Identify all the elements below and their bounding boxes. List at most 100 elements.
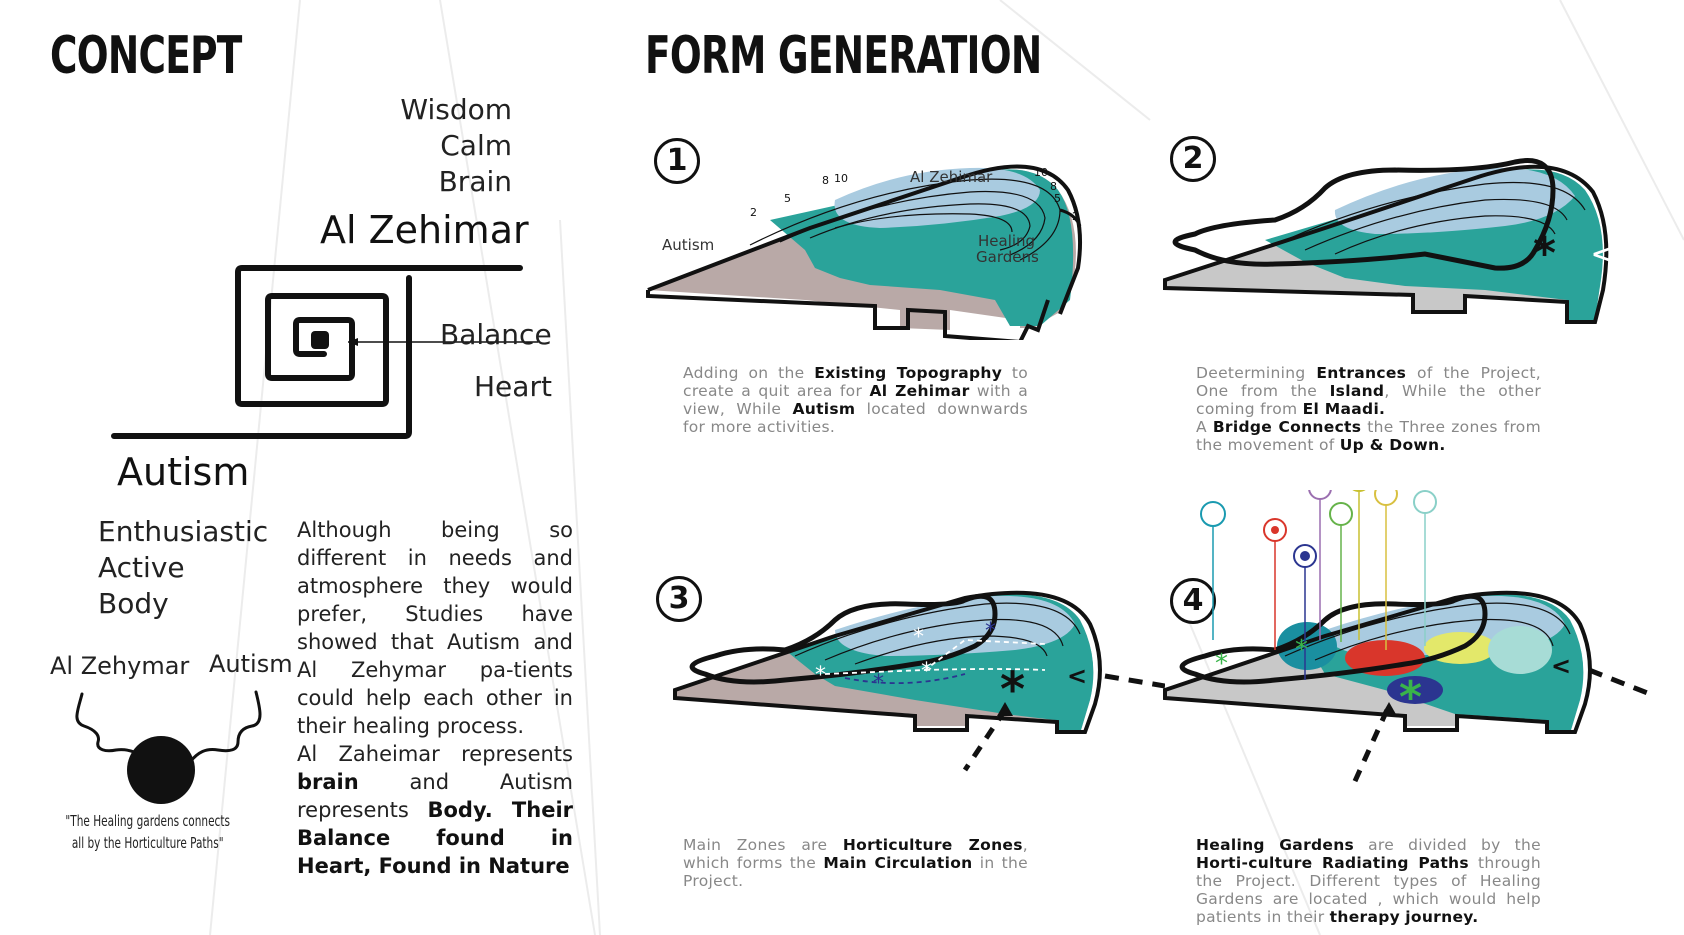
contour-num: 5	[784, 192, 791, 205]
caption-bold: Main Circulation	[823, 854, 973, 872]
cart-icon	[1374, 490, 1398, 506]
caption-text: Main Zones are	[683, 836, 843, 854]
step-1-number: 1	[654, 138, 700, 184]
circulation-loop	[1172, 158, 1556, 271]
al-zehymar-small-label: Al Zehymar	[50, 652, 190, 680]
p2-part1: Al Zaheimar represents	[297, 742, 573, 766]
garden-teal	[1277, 622, 1337, 670]
heart-label: Heart	[474, 370, 552, 403]
garden-mint	[1488, 626, 1552, 674]
step-1-caption: Adding on the Existing Topography to cre…	[683, 364, 1028, 436]
step-4-number: 4	[1170, 578, 1216, 624]
caption-text: Adding on the	[683, 364, 815, 382]
step1-healing-label-2: Gardens	[976, 248, 1039, 266]
node-asterisk-icon: *	[921, 659, 932, 684]
body-circle	[127, 736, 195, 804]
caption-bold: Island	[1329, 382, 1385, 400]
circulation-loop	[689, 593, 998, 685]
step1-autism-label: Autism	[662, 236, 714, 254]
caption-text: , which forms the	[683, 836, 1028, 872]
caption-bold: Autism	[792, 400, 856, 418]
caption-bold: Bridge Connects	[1212, 418, 1362, 436]
caption-bold: journey.	[1405, 908, 1479, 926]
entrance-asterisk-icon: *	[1533, 228, 1556, 279]
green-asterisk-icon: *	[1295, 635, 1308, 665]
body-figure	[75, 690, 262, 804]
p2-brain: brain	[297, 770, 359, 794]
step-3-caption: Main Zones are Horticulture Zones, which…	[683, 836, 1028, 890]
attribute-brain: Brain	[438, 165, 512, 198]
autism-attributes: Enthusiastic Active Body	[98, 514, 268, 622]
caption-bold: Al Zehimar	[869, 382, 970, 400]
caption-bold: Existing Topography	[814, 364, 1003, 382]
quote-line1: "The Healing gardens connects	[65, 812, 230, 830]
caption-text: the Three zones from the movement of	[1196, 418, 1541, 454]
caption-text: Deetermining	[1196, 364, 1317, 382]
bed-icon	[1308, 490, 1332, 500]
caption-text: located downwards for more activities.	[683, 400, 1028, 436]
diagram-step-4: * * * <	[1163, 490, 1655, 792]
concept-heading: CONCEPT	[50, 26, 242, 86]
contour-num: 5	[1054, 192, 1061, 205]
meditation-icon	[1352, 490, 1366, 492]
step-2-number: 2	[1170, 136, 1216, 182]
contour-num: 8	[822, 174, 829, 187]
step-3-number: 3	[656, 576, 702, 622]
person-icon	[1200, 501, 1226, 527]
node-asterisk-icon: *	[913, 625, 924, 650]
caption-bold: Up & Down.	[1339, 436, 1446, 454]
caption-text: , While the other coming from	[1196, 382, 1542, 418]
attribute-body: Body	[98, 587, 169, 620]
node-asterisk-icon: *	[815, 663, 826, 688]
garden-navy	[1387, 676, 1443, 704]
step-4-caption: Healing Gardens are divided by the Horti…	[1196, 836, 1541, 926]
caption-bold: Entrances	[1316, 364, 1407, 382]
diagram-step-2: * <	[1163, 158, 1611, 324]
contour-num: 10	[1034, 166, 1048, 179]
p2-bold: Body. Their Balance found in Heart, Foun…	[297, 798, 573, 878]
caption-text: to create a quit area for	[683, 364, 1029, 400]
caption-text: with a view, While	[683, 382, 1029, 418]
diagram-step-1: Autism Al Zehimar Healing Gardens 2 5 8 …	[646, 164, 1083, 340]
concept-spiral	[111, 265, 538, 439]
entrance-arrow-icon: <	[1067, 662, 1087, 690]
step1-zehimar-label: Al Zehimar	[910, 168, 993, 186]
garden-red	[1345, 640, 1425, 676]
entrance-arrow-icon: <	[1551, 652, 1571, 680]
caption-text: in the Project.	[683, 854, 1028, 890]
entrance-arrow-icon: <	[1591, 240, 1611, 268]
concept-paragraph-2: Al Zaheimar represents brain and Autism …	[297, 740, 573, 880]
zehimar-zone	[835, 595, 1075, 656]
caption-bold: Horticulture Zones	[842, 836, 1023, 854]
caption-bold: El Maadi.	[1302, 400, 1386, 418]
contour-num: 2	[1072, 210, 1079, 223]
caption-text: A	[1196, 418, 1213, 436]
diagram-step-3: * * * * * * <	[673, 590, 1165, 772]
attribute-enthusiastic: Enthusiastic	[98, 515, 269, 548]
autism-small-label: Autism	[209, 650, 293, 678]
caption-bold: Horti-culture Radiating Paths	[1196, 854, 1469, 872]
step1-healing-label-1: Healing	[978, 232, 1035, 250]
zehimar-zone	[834, 167, 1040, 228]
form-generation-heading: FORM GENERATION	[645, 26, 1042, 86]
contour-num: 10	[834, 172, 848, 185]
bath-icon	[1413, 490, 1437, 514]
attribute-wisdom: Wisdom	[400, 93, 512, 126]
caption-bold: Healing Gardens	[1196, 836, 1355, 854]
node-asterisk-icon: *	[873, 671, 884, 696]
concept-quote: "The Healing gardens connects all by the…	[58, 810, 237, 854]
caption-bold: therapy	[1329, 908, 1401, 926]
settings-icon	[1329, 502, 1353, 526]
al-zehimar-label: Al Zehimar	[320, 208, 529, 252]
green-asterisk-icon: *	[1215, 649, 1228, 679]
caption-text: of the Project, One from the	[1196, 364, 1542, 400]
balance-label: Balance	[440, 318, 552, 351]
contour-num: 2	[750, 206, 757, 219]
circulation-loop	[1179, 593, 1488, 685]
caption-text: are divided by the	[1354, 836, 1541, 854]
autism-label: Autism	[117, 450, 250, 494]
node-asterisk-icon: *	[985, 619, 996, 644]
p2-part2: and Autism represents	[297, 770, 573, 822]
caption-text: through the Project. Different types of …	[1196, 854, 1541, 926]
attribute-calm: Calm	[440, 129, 512, 162]
